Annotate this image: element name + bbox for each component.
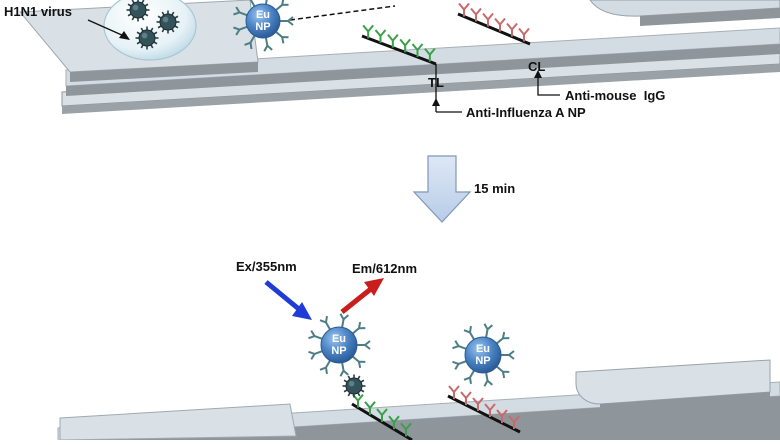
virus-label: H1N1 virus [4, 5, 72, 18]
emission-arrow [342, 278, 384, 312]
np-antibody [320, 316, 330, 329]
tl-pointer-head [432, 98, 440, 106]
np-antibody [484, 373, 492, 386]
control-line-label: CL [528, 60, 545, 73]
np-bound-control-np: NP [475, 355, 490, 367]
test-antibody-label: Anti-Influenza A NP [466, 106, 586, 119]
excitation-label: Ex/355nm [236, 260, 297, 273]
bound-virus [343, 375, 366, 398]
np-antibody [464, 371, 474, 384]
np-antibody [497, 332, 510, 343]
np-antibody [320, 361, 330, 374]
np-antibody [464, 326, 474, 339]
np-top-eu: Eu [256, 9, 270, 21]
np-antibody [340, 363, 348, 376]
sample-droplet [104, 0, 196, 60]
np-antibody [264, 0, 272, 4]
np-antibody [264, 38, 272, 51]
np-antibody [353, 357, 366, 368]
virus-particle [343, 375, 366, 398]
time-label: 15 min [474, 182, 515, 195]
np-bound-test-eu: Eu [332, 333, 346, 345]
excitation-arrow [266, 282, 312, 320]
np-top-np: NP [255, 21, 270, 33]
process-down-arrow [414, 156, 470, 222]
control-antibody-label: Anti-mouse IgG [565, 89, 665, 102]
np-antibody [353, 322, 366, 333]
np-antibody [497, 367, 510, 378]
np-antibody [340, 314, 348, 327]
np-bound-test-np: NP [331, 345, 346, 357]
flow-dashed-line [290, 6, 395, 20]
bottom-strip [58, 360, 780, 440]
np-bound-control-eu: Eu [476, 343, 490, 355]
test-line-label: TL [428, 76, 444, 89]
np-antibody [484, 324, 492, 337]
top-control-antibodies [459, 4, 529, 42]
np-antibody [276, 32, 289, 43]
emission-label: Em/612nm [352, 262, 417, 275]
